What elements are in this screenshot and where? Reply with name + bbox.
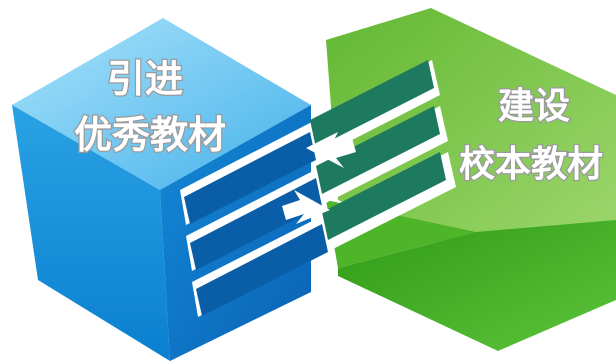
blue-bar-3 xyxy=(196,224,328,316)
left-cube-label-line1: 引进 xyxy=(107,57,183,101)
labels: 引进 优秀教材 建设 校本教材 xyxy=(73,56,605,187)
right-cube-label-line1: 建设 xyxy=(498,86,570,127)
arrows xyxy=(282,132,356,224)
left-cube-top xyxy=(12,18,311,190)
arrow-right xyxy=(282,190,330,224)
teal-bar-2 xyxy=(316,106,440,194)
right-cube-label-line2: 校本教材 xyxy=(459,144,603,185)
blue-bar-1 xyxy=(184,132,316,224)
blue-bars xyxy=(184,132,328,316)
arrow-left xyxy=(306,132,356,168)
left-cube-label-line2: 优秀教材 xyxy=(74,113,226,157)
right-cube-bottom xyxy=(338,220,616,351)
teal-bar-1 xyxy=(310,60,434,148)
teal-bars xyxy=(310,60,446,240)
blue-bar-2 xyxy=(190,178,322,270)
teal-bar-3 xyxy=(322,152,446,240)
left-cube-front xyxy=(12,105,170,361)
